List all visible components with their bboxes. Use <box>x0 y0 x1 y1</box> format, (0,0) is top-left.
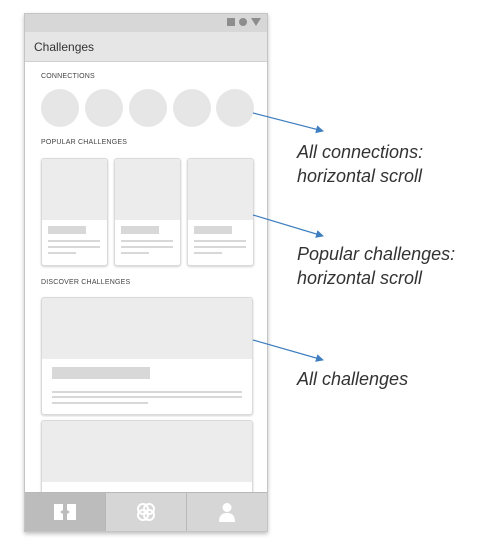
arrow-connections <box>252 112 324 134</box>
card-text-line <box>194 252 222 254</box>
card-text-line <box>52 391 242 393</box>
card-image <box>42 421 252 482</box>
popular-challenge-card[interactable] <box>114 158 181 266</box>
card-text-line <box>121 240 173 242</box>
annotation-line: horizontal scroll <box>297 268 423 288</box>
connection-avatar[interactable] <box>129 89 167 127</box>
card-text-line <box>121 246 173 248</box>
annotation-line: horizontal scroll <box>297 166 423 186</box>
bottom-nav <box>25 492 267 531</box>
card-title-placeholder <box>121 226 159 234</box>
card-text-line <box>194 240 246 242</box>
popular-challenge-card[interactable] <box>187 158 254 266</box>
discover-challenge-card[interactable] <box>41 297 253 415</box>
connection-avatar[interactable] <box>173 89 211 127</box>
profile-icon <box>219 503 235 522</box>
annotation-all: All challenges <box>297 367 408 391</box>
connections-icon <box>137 503 155 521</box>
card-text-line <box>48 240 100 242</box>
card-text-line <box>121 252 149 254</box>
card-image <box>42 159 107 220</box>
annotation-line: All challenges <box>297 369 409 389</box>
annotation-line: Popular challenges: <box>297 244 456 264</box>
phone-mockup: Challenges CONNECTIONS POPULAR CHALLENGE… <box>24 13 268 532</box>
card-text-line <box>48 246 100 248</box>
triangle-icon <box>251 18 261 26</box>
popular-challenge-card[interactable] <box>41 158 108 266</box>
card-image <box>42 298 252 359</box>
challenges-icon <box>54 504 76 520</box>
section-label-connections: CONNECTIONS <box>41 73 95 80</box>
connection-avatar[interactable] <box>85 89 123 127</box>
arrow-all <box>252 339 324 362</box>
card-text-line <box>52 402 148 404</box>
card-title-placeholder <box>194 226 232 234</box>
annotation-connections: All connections: horizontal scroll <box>297 140 423 188</box>
card-title-placeholder <box>52 367 150 379</box>
section-label-discover: DISCOVER CHALLENGES <box>41 279 131 286</box>
nav-tab-profile[interactable] <box>186 493 267 531</box>
connection-avatar[interactable] <box>41 89 79 127</box>
connection-avatar[interactable] <box>216 89 254 127</box>
card-title-placeholder <box>48 226 86 234</box>
square-icon <box>227 18 235 26</box>
nav-tab-connections[interactable] <box>105 493 186 531</box>
app-bar: Challenges <box>25 32 267 62</box>
page-title: Challenges <box>34 40 95 54</box>
status-bar <box>25 14 267 32</box>
card-image <box>115 159 180 220</box>
annotation-popular: Popular challenges: horizontal scroll <box>297 242 455 290</box>
card-text-line <box>194 246 246 248</box>
card-text-line <box>52 396 242 398</box>
card-image <box>188 159 253 220</box>
arrow-popular <box>252 214 324 238</box>
section-label-popular: POPULAR CHALLENGES <box>41 139 128 146</box>
card-text-line <box>48 252 76 254</box>
annotation-line: All connections: <box>297 142 424 162</box>
circle-icon <box>239 18 247 26</box>
nav-tab-challenges[interactable] <box>25 493 105 531</box>
